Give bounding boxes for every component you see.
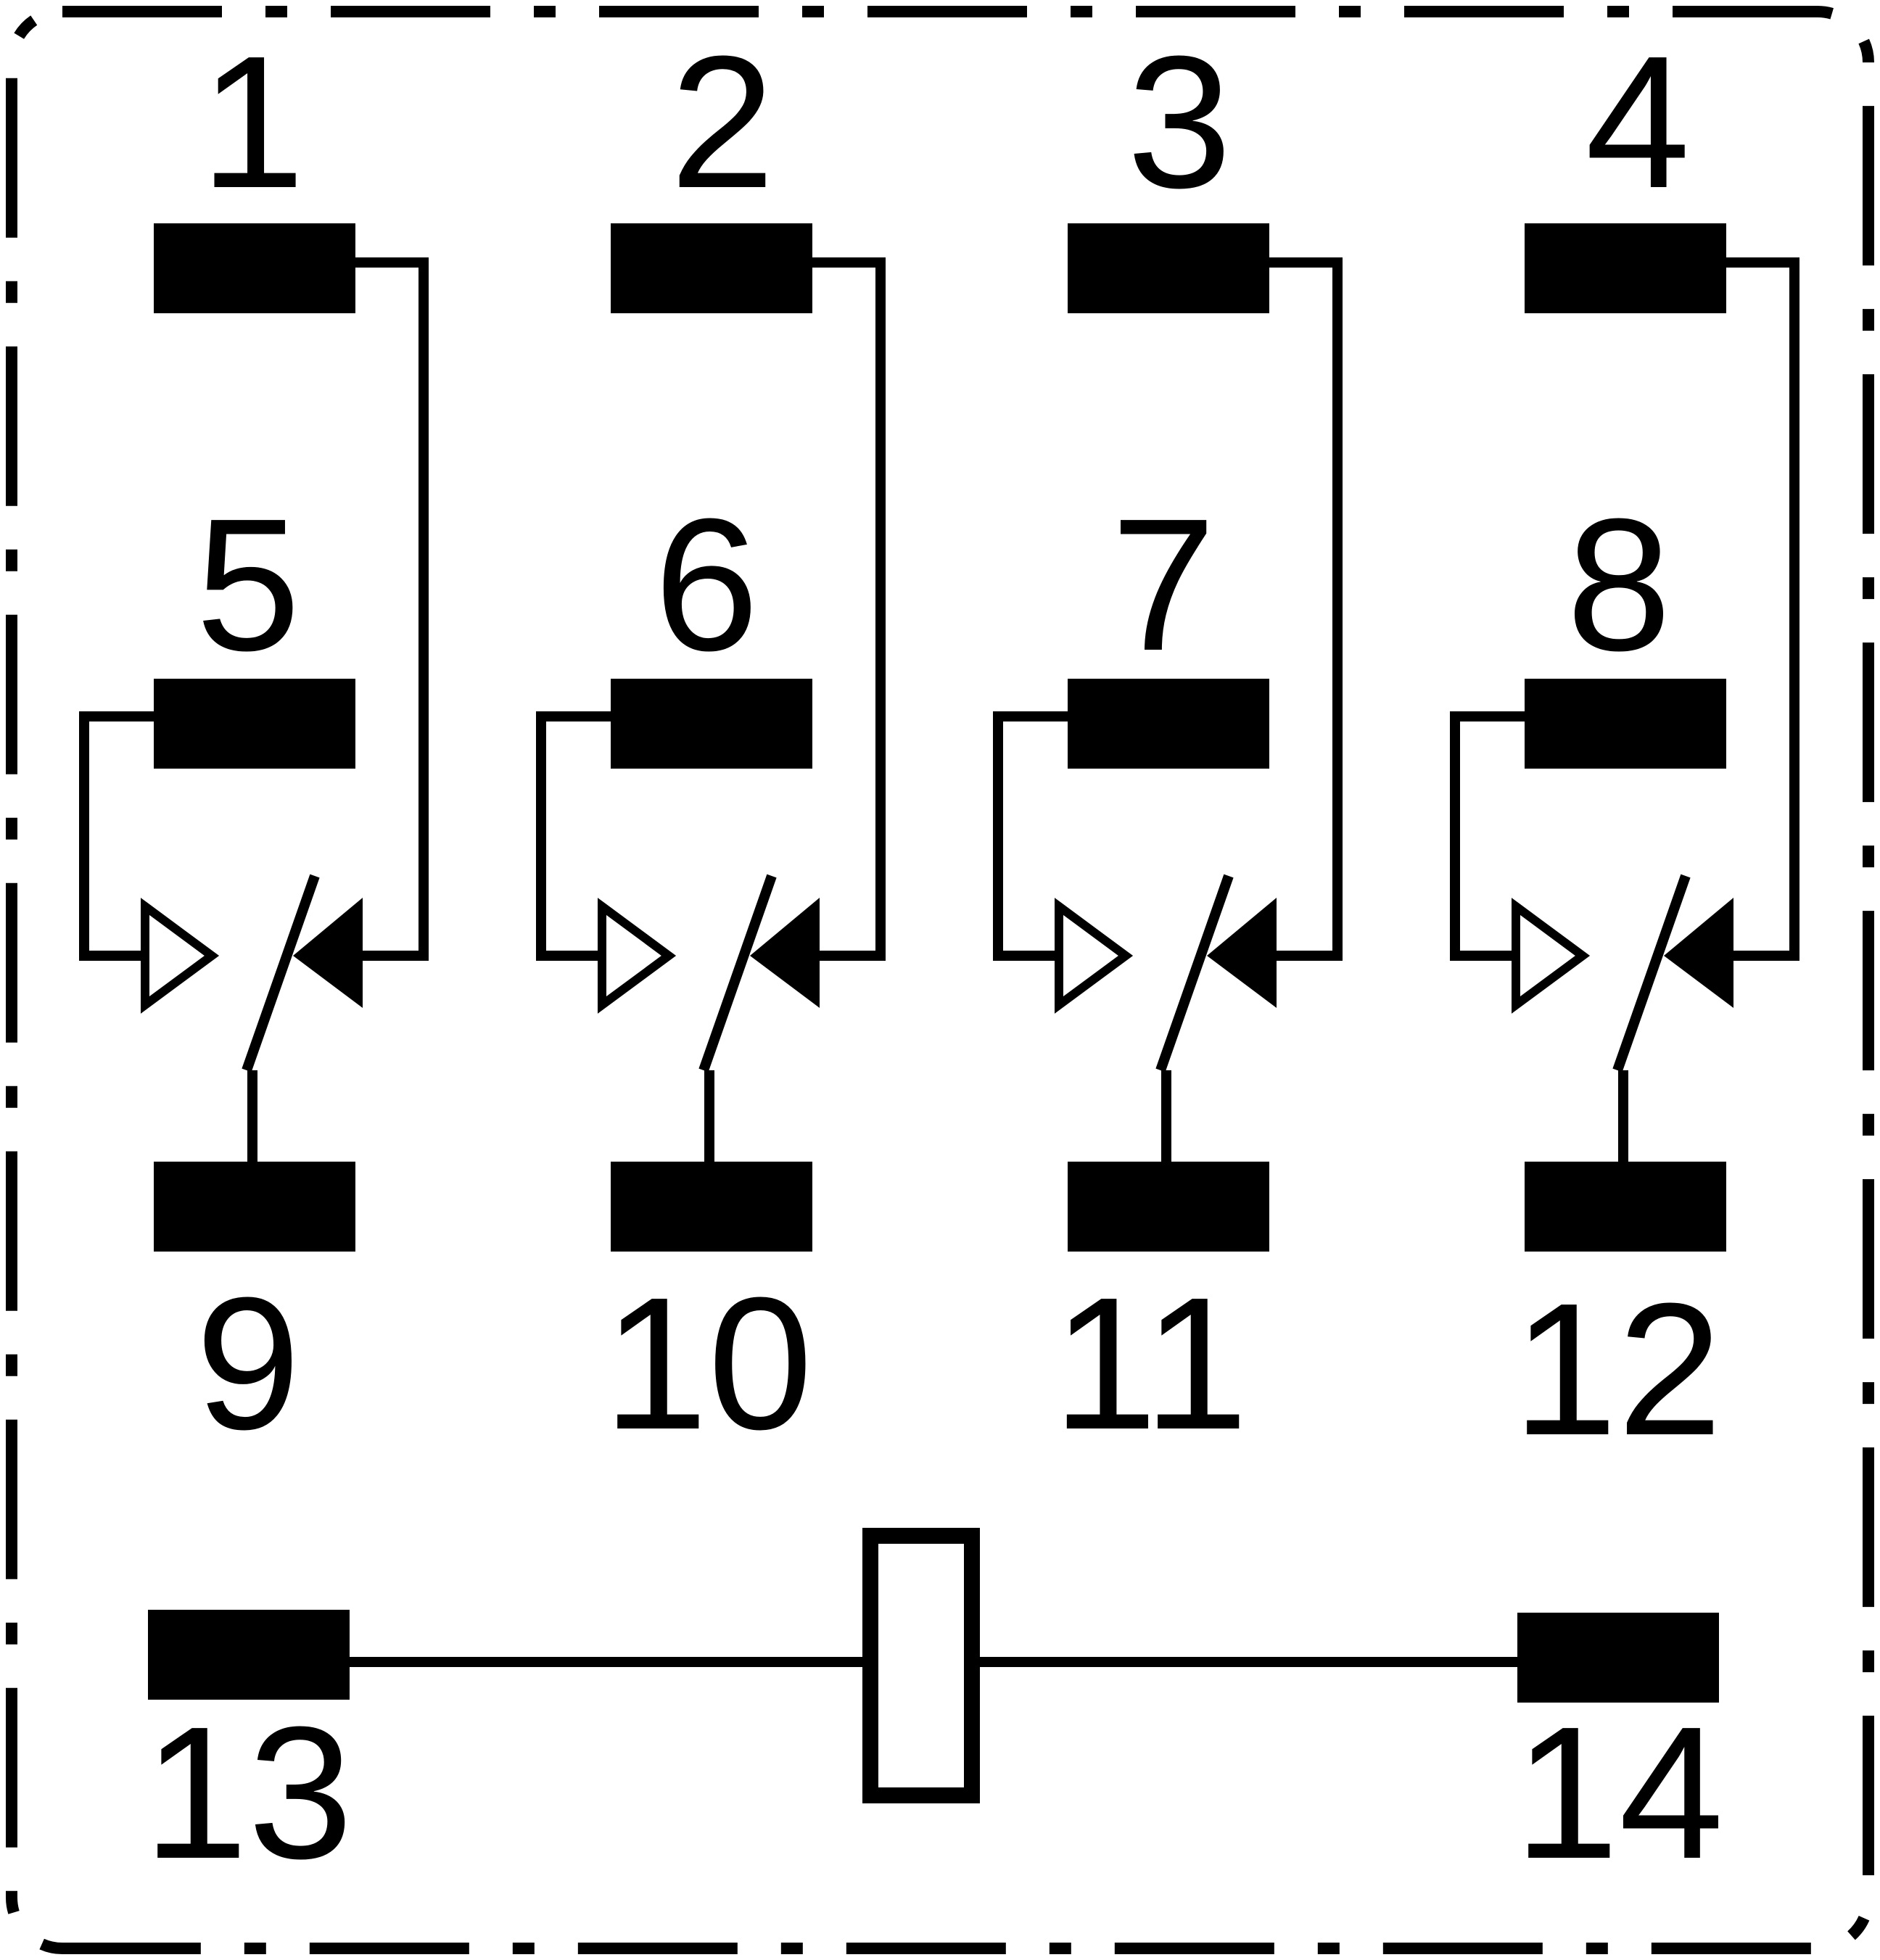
- coil-symbol: [862, 1528, 980, 1803]
- wire-2-to-common: [811, 257, 886, 961]
- terminal-10: [611, 1162, 812, 1252]
- pin-label-11: 11: [1052, 1259, 1248, 1469]
- pin-label-14: 14: [1514, 1688, 1723, 1898]
- terminal-3: [1068, 223, 1269, 313]
- closed-contact-arrow-icon: [293, 898, 363, 1008]
- open-contact-arrow-icon: [141, 898, 220, 1014]
- wire-3-to-common: [1268, 257, 1343, 961]
- terminal-8: [1525, 679, 1726, 769]
- open-contact-arrow-icon: [598, 898, 677, 1014]
- switch-blade: [698, 874, 777, 1072]
- pin-label-10: 10: [603, 1259, 812, 1469]
- wire-1-to-common: [354, 257, 429, 961]
- switch-blade: [242, 874, 320, 1072]
- pin-label-1: 1: [200, 17, 305, 228]
- terminal-11: [1068, 1162, 1269, 1252]
- contact-group-2: 2 6 10: [536, 17, 886, 1469]
- closed-contact-arrow-icon: [1664, 898, 1733, 1008]
- open-contact-arrow-icon: [1512, 898, 1591, 1014]
- contact-group-4: 4 8 12: [1450, 17, 1799, 1475]
- wire-6-to-contact: [536, 711, 611, 961]
- terminal-13: [148, 1610, 350, 1700]
- pin-label-12: 12: [1512, 1265, 1722, 1475]
- closed-contact-arrow-icon: [750, 898, 820, 1008]
- terminal-4: [1525, 223, 1726, 313]
- pin-label-2: 2: [670, 17, 775, 228]
- housing-outline: [6, 6, 1874, 1954]
- wire-5-to-contact: [79, 711, 154, 961]
- switch-blade: [1612, 874, 1691, 1072]
- pin-label-4: 4: [1586, 17, 1691, 228]
- open-contact-arrow-icon: [1055, 898, 1134, 1014]
- terminal-1: [154, 223, 355, 313]
- switch-blade: [1155, 874, 1234, 1072]
- coil-group: 13 14: [143, 1528, 1724, 1898]
- terminal-7: [1068, 679, 1269, 769]
- closed-contact-arrow-icon: [1207, 898, 1277, 1008]
- terminal-12: [1525, 1162, 1726, 1252]
- pin-label-3: 3: [1127, 17, 1232, 228]
- contact-group-1: 1 5 9: [79, 17, 429, 1469]
- pin-label-8: 8: [1567, 480, 1672, 690]
- pin-label-9: 9: [196, 1259, 301, 1469]
- terminal-9: [154, 1162, 355, 1252]
- pin-label-6: 6: [654, 480, 759, 690]
- wire-7-to-contact: [993, 711, 1068, 961]
- wire-8-to-contact: [1450, 711, 1525, 961]
- terminal-5: [154, 679, 355, 769]
- pin-label-7: 7: [1111, 480, 1216, 690]
- terminal-6: [611, 679, 812, 769]
- pin-label-13: 13: [143, 1688, 352, 1898]
- terminal-14: [1517, 1613, 1719, 1703]
- wire-4-to-common: [1725, 257, 1799, 961]
- terminal-2: [611, 223, 812, 313]
- contact-group-3: 3 7 11: [993, 17, 1343, 1469]
- pin-label-5: 5: [196, 480, 301, 690]
